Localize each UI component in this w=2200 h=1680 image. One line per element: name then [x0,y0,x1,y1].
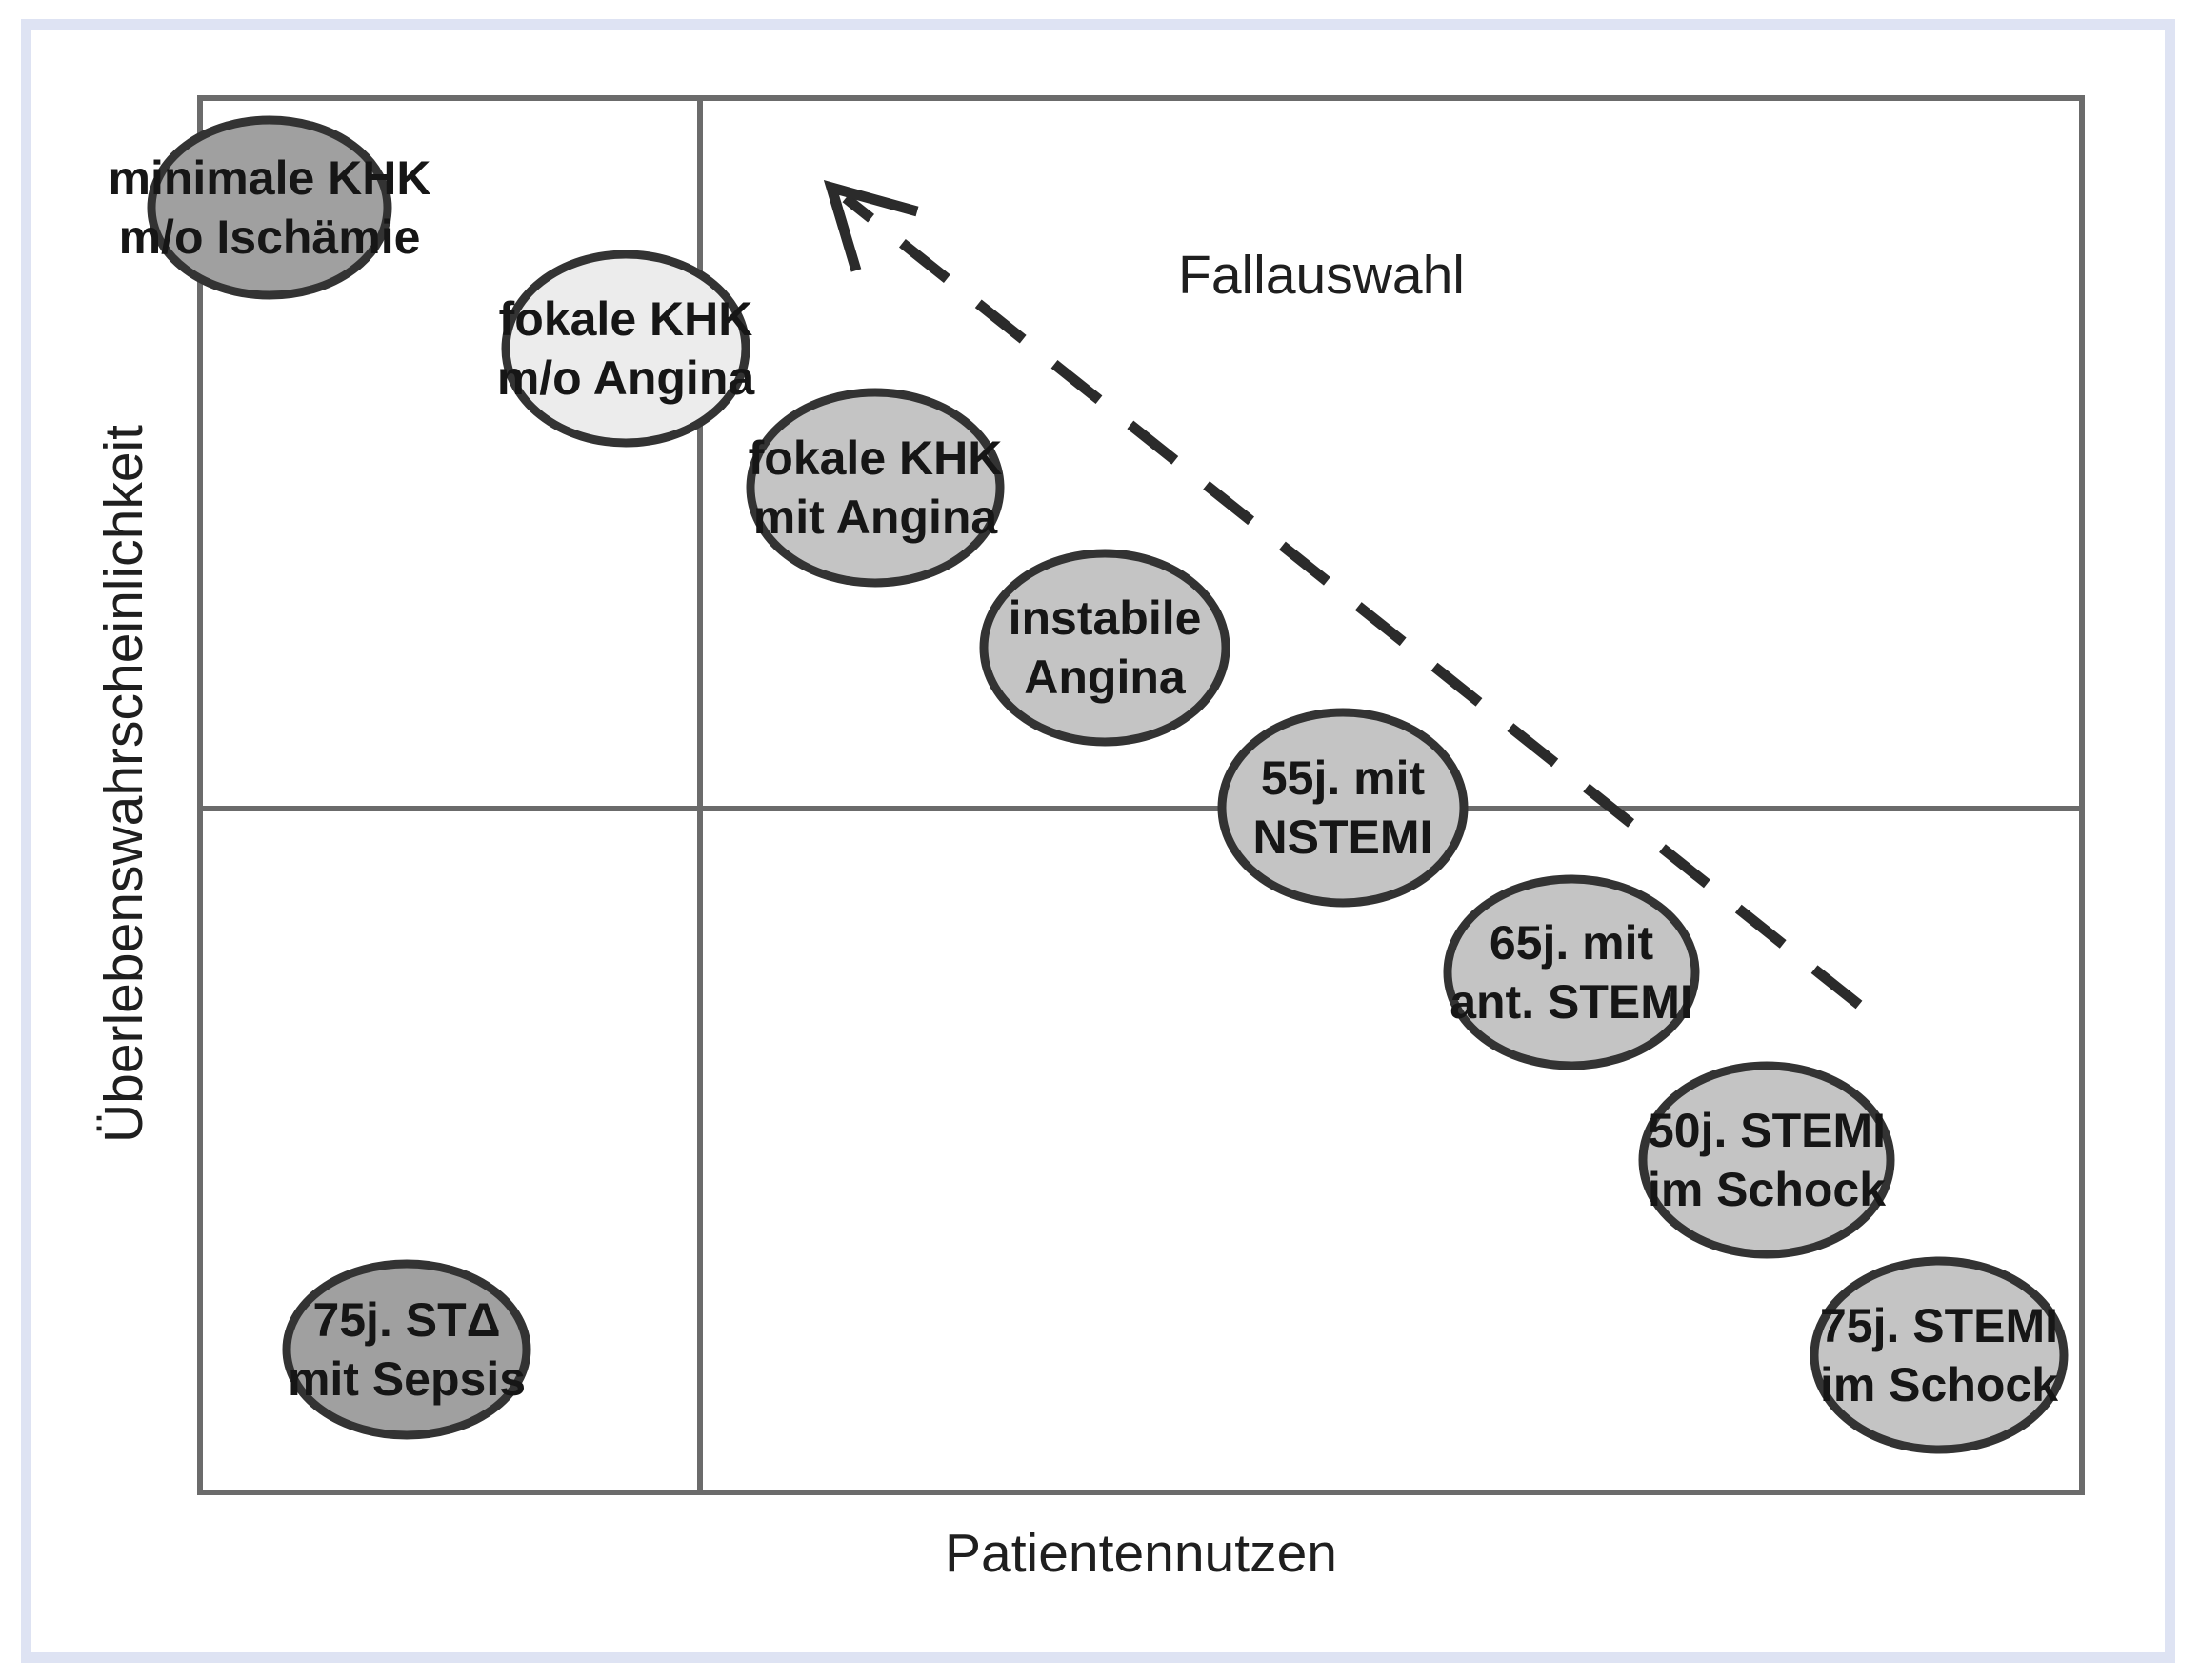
horizontal-gridline [197,806,2085,811]
y-axis-label: Überlebenswahrscheinlichkeit [93,424,154,1144]
vertical-gridline [697,95,703,1495]
x-axis-label: Patientennutzen [945,1523,1337,1584]
plot-frame [197,95,2085,1495]
annotation-label-fallauswahl: Fallauswahl [1178,245,1465,306]
